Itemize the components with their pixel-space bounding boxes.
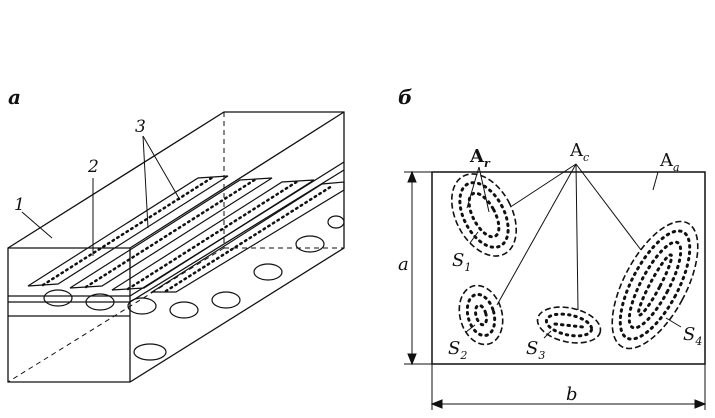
contact-strips [27,175,345,293]
contact-strip [149,181,345,293]
spot-s4 [611,220,699,350]
label-s3: S3 [526,338,545,362]
spot-s2 [458,284,504,346]
label-s4: S4 [683,324,702,348]
label-aa: Aa [659,150,680,174]
dimension-b-label: b [566,384,578,405]
asperity-dots [458,181,692,341]
panel-a: a [7,85,345,383]
panel-b-leaders [465,163,682,339]
panel-b-label: б [398,85,412,109]
contact-strip [69,177,273,289]
hidden-edges [7,112,344,383]
label-s1: S1 [452,250,471,274]
contact-strip [27,175,229,287]
dimension-height [404,170,432,366]
leader-lines [21,135,181,256]
panel-a-label: a [8,85,21,109]
label-ac: Ac [569,140,589,164]
contact-strip [111,179,315,291]
callout-1: 1 [14,195,25,215]
apparent-area-rect [431,171,706,365]
label-s2: S2 [448,338,467,362]
contact-spots [450,173,699,350]
callout-3: 3 [135,117,146,137]
spot-s3 [536,306,602,344]
dimension-a-label: a [398,254,409,275]
dimension-width [430,364,707,410]
label-ar: Ar [469,146,491,170]
callout-2: 2 [87,157,99,177]
block-outline [7,111,345,383]
panel-b: б a b [398,85,707,410]
spot-s1 [450,173,518,257]
ridge-profiles [43,215,345,361]
